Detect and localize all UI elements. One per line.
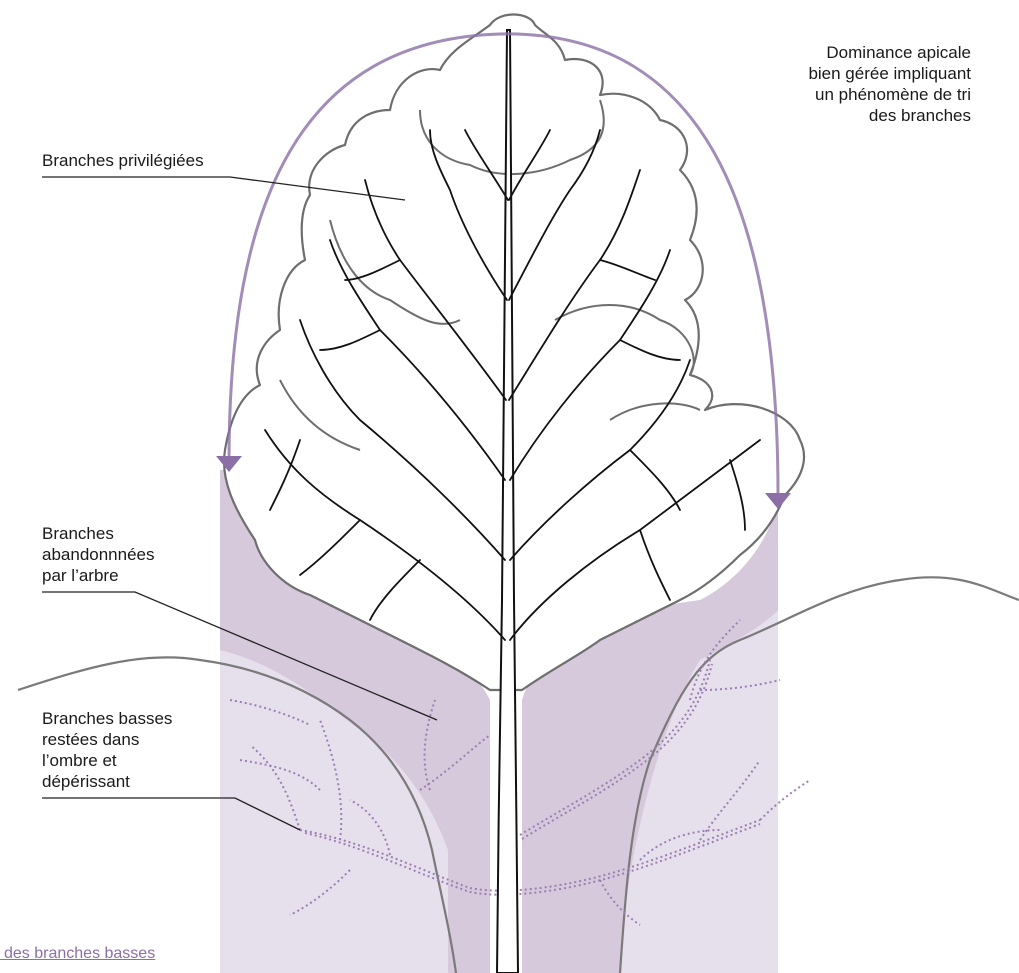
label-lower-branches: Branches basses restées dans l’ombre et … [42,708,172,792]
label-privileged-branches: Branches privilégiées [42,150,204,171]
footer-link[interactable]: l des branches basses [0,945,155,963]
label-abandoned-branches: Branches abandonnnées par l’arbre [42,523,155,586]
label-apical-dominance: Dominance apicale bien gérée impliquant … [808,42,971,126]
